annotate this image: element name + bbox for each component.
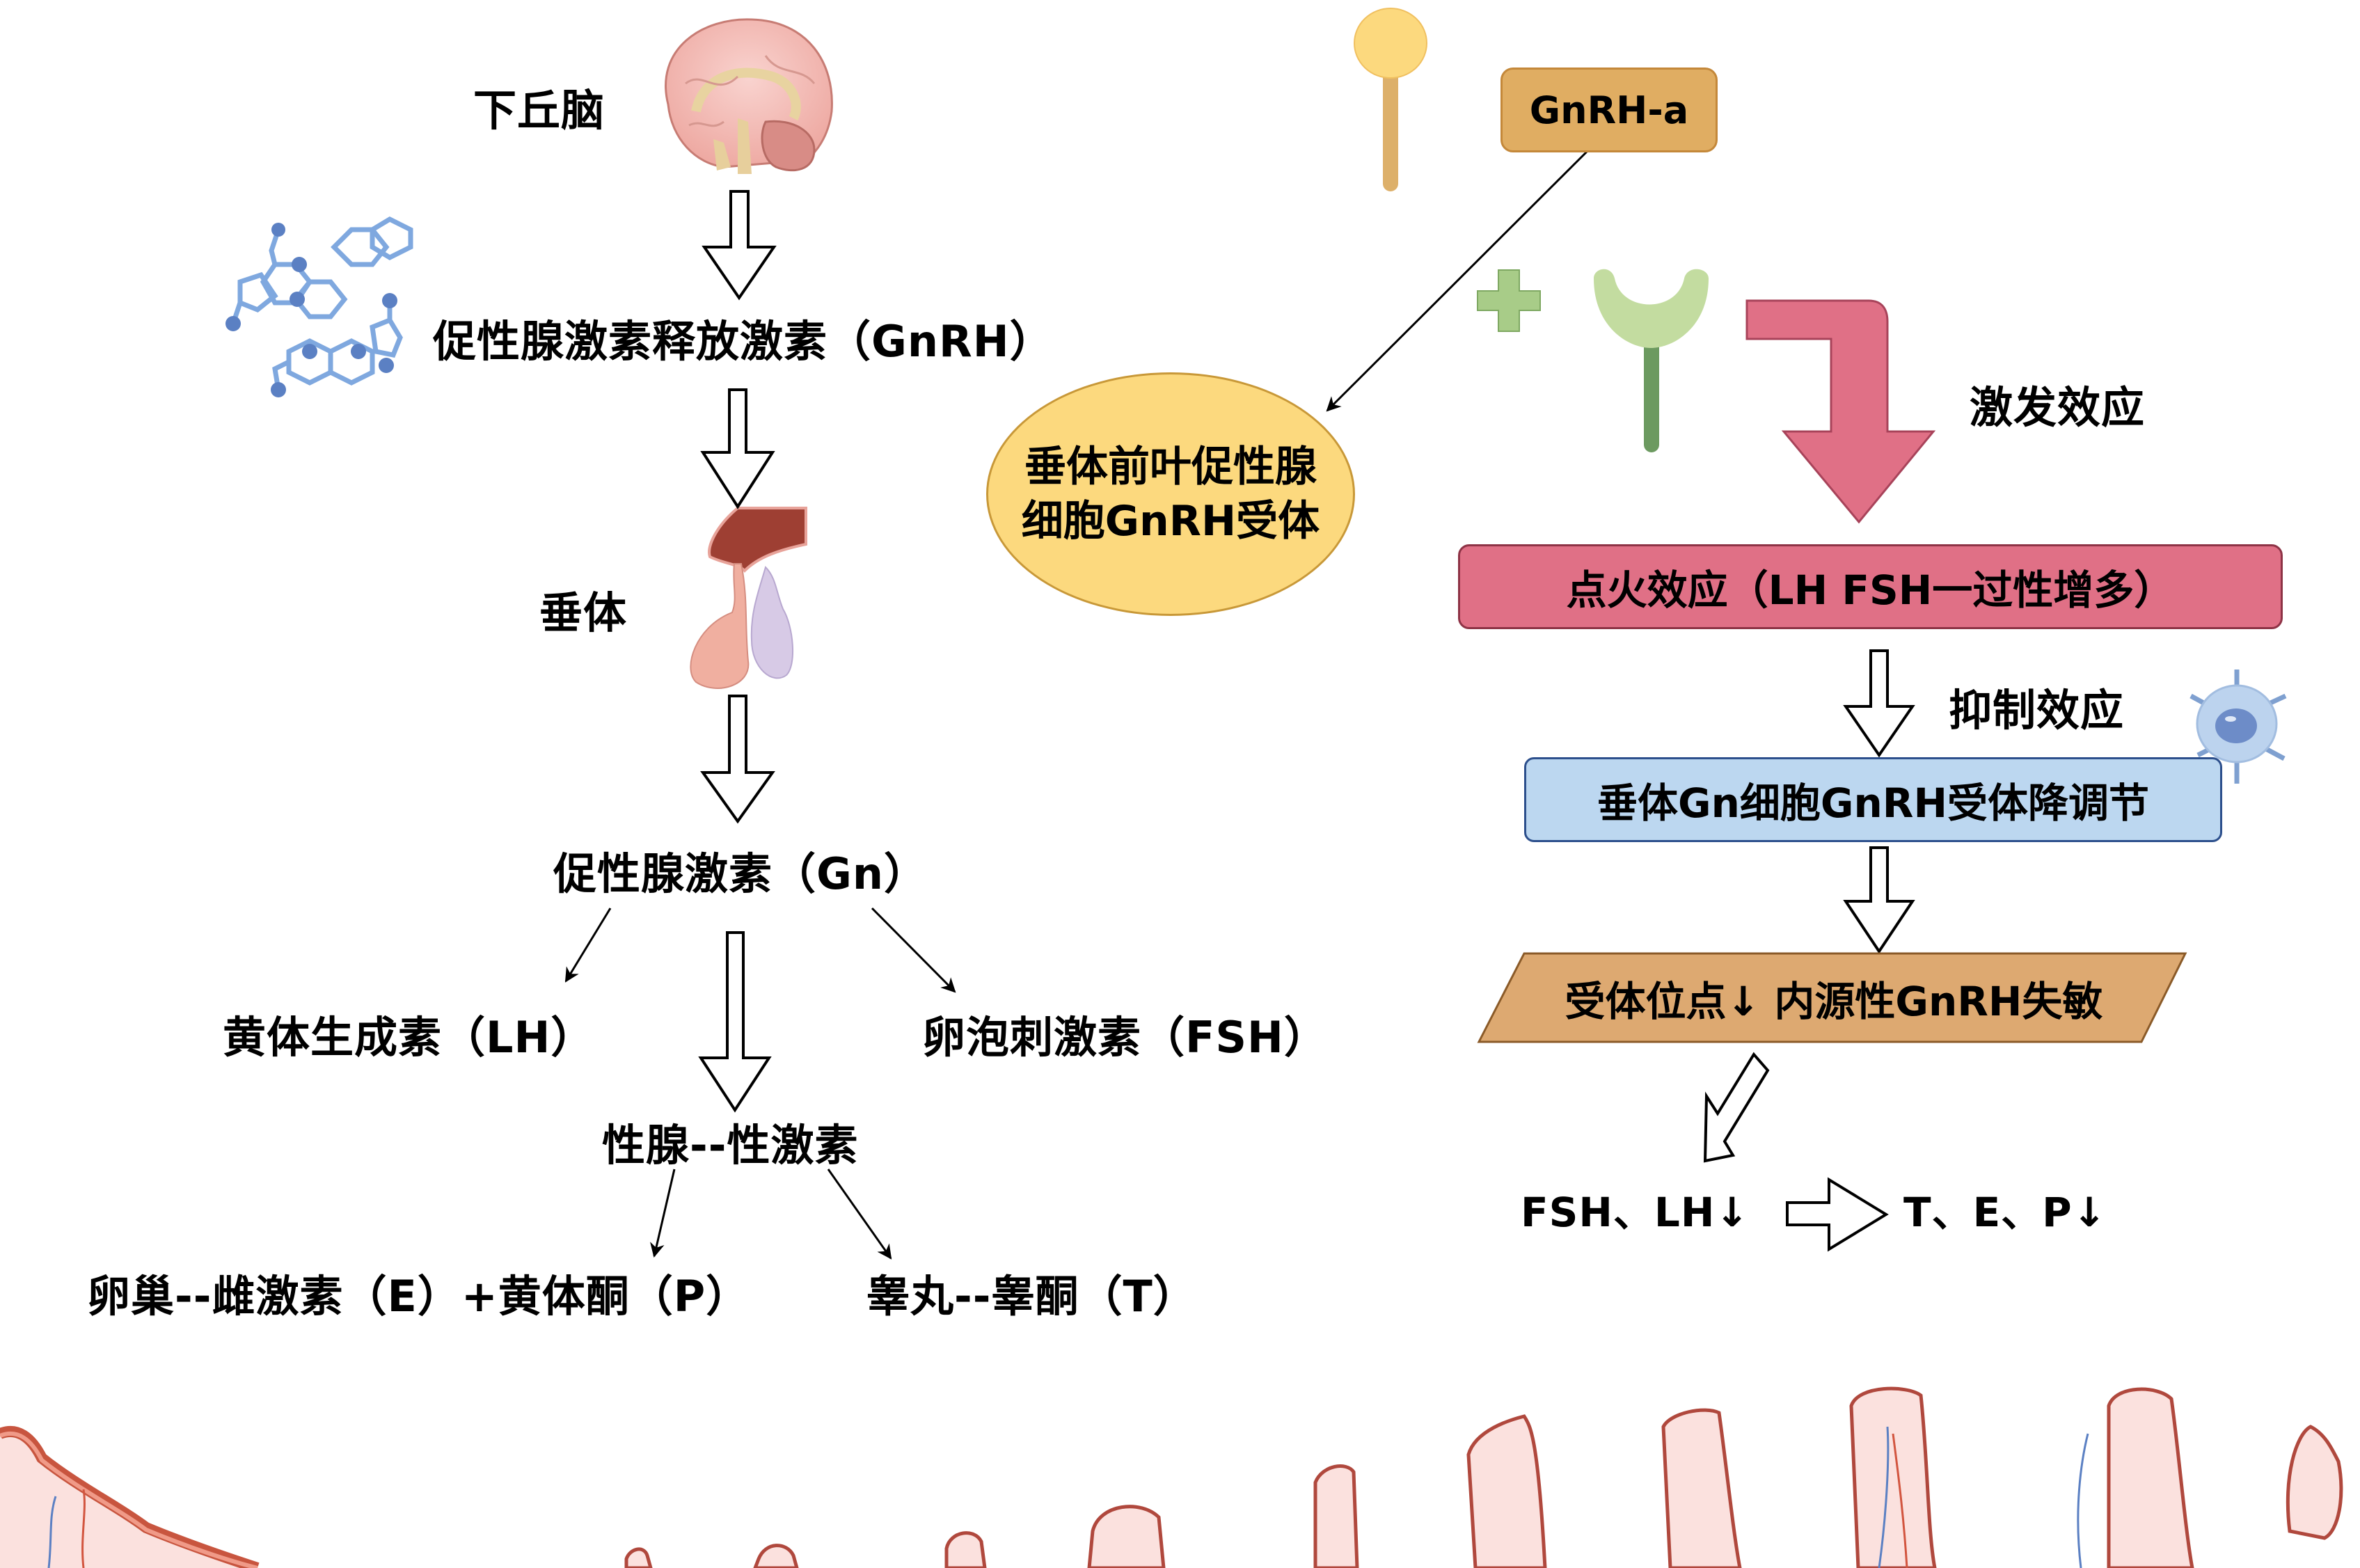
label-gn: 促性腺激素（Gn） xyxy=(553,848,928,899)
receptor-line-1: 垂体前叶促性腺 xyxy=(1024,443,1317,491)
label-hormones-down: FSH、LH↓ xyxy=(1521,1189,1750,1236)
hollow-arrows-right xyxy=(1703,649,1915,1252)
villi-tissue-illustration xyxy=(0,1386,2343,1568)
arrow-pituitary-to-gn xyxy=(700,695,775,824)
arrow-gn-to-gonad xyxy=(698,931,772,1113)
arrow-desens-to-hormones xyxy=(1703,1052,1770,1163)
label-inhibit-effect: 抑制效应 xyxy=(1949,685,2125,736)
label-steroids-down: T、E、P↓ xyxy=(1903,1189,2107,1236)
brain-icon xyxy=(665,18,833,174)
arrow-agonist-to-receptor xyxy=(1326,149,1590,412)
pituitary-gland-icon xyxy=(690,507,807,689)
arrow-downreg-to-desens xyxy=(1843,846,1915,954)
agonist-box: GnRH-a xyxy=(1500,68,1718,152)
immune-cell-icon xyxy=(2189,670,2287,784)
receptor-line-2: 细胞GnRH受体 xyxy=(1021,497,1320,546)
receptor-icon xyxy=(1594,269,1709,452)
plus-icon xyxy=(1477,269,1541,332)
label-flare-effect: 激发效应 xyxy=(1970,382,2146,433)
arrow-gonad-to-ovary xyxy=(650,1169,676,1258)
flare-box: 点火效应（LH FSH一过性增多） xyxy=(1458,544,2283,629)
label-gnrh: 促性腺激素释放激素（GnRH） xyxy=(433,316,1054,367)
ligand-icon xyxy=(1354,8,1427,191)
label-testis: 睾丸--睾酮（T） xyxy=(866,1271,1197,1322)
arrow-gn-to-fsh xyxy=(871,907,956,993)
label-ovary: 卵巢--雌激素（E）+黄体酮（P） xyxy=(87,1271,750,1322)
arrow-flare-to-downreg xyxy=(1843,649,1915,758)
thin-arrows xyxy=(564,149,1590,1260)
desensitization-box: 受体位点↓ 内源性GnRH失敏 xyxy=(1565,977,2103,1025)
arrow-hypothalamus-to-gnrh xyxy=(702,190,777,301)
label-lh: 黄体生成素（LH） xyxy=(223,1012,595,1063)
flare-arrow xyxy=(1745,299,1936,524)
hollow-arrows-left xyxy=(698,190,777,1113)
arrow-hormones-to-steroids xyxy=(1786,1177,1889,1252)
label-pituitary: 垂体 xyxy=(539,587,628,638)
label-hypothalamus: 下丘脑 xyxy=(473,85,605,136)
molecule-icon xyxy=(225,216,413,397)
arrow-gonad-to-testis xyxy=(827,1169,892,1260)
arrow-gn-to-lh xyxy=(564,908,612,983)
label-fsh: 卵泡刺激素（FSH） xyxy=(922,1012,1328,1063)
downregulation-box: 垂体Gn细胞GnRH受体降调节 xyxy=(1524,757,2222,842)
label-gonad: 性腺--性激素 xyxy=(602,1120,859,1171)
receptor-ellipse: 垂体前叶促性腺 细胞GnRH受体 xyxy=(986,372,1355,616)
arrow-gnrh-to-pituitary xyxy=(700,388,775,509)
